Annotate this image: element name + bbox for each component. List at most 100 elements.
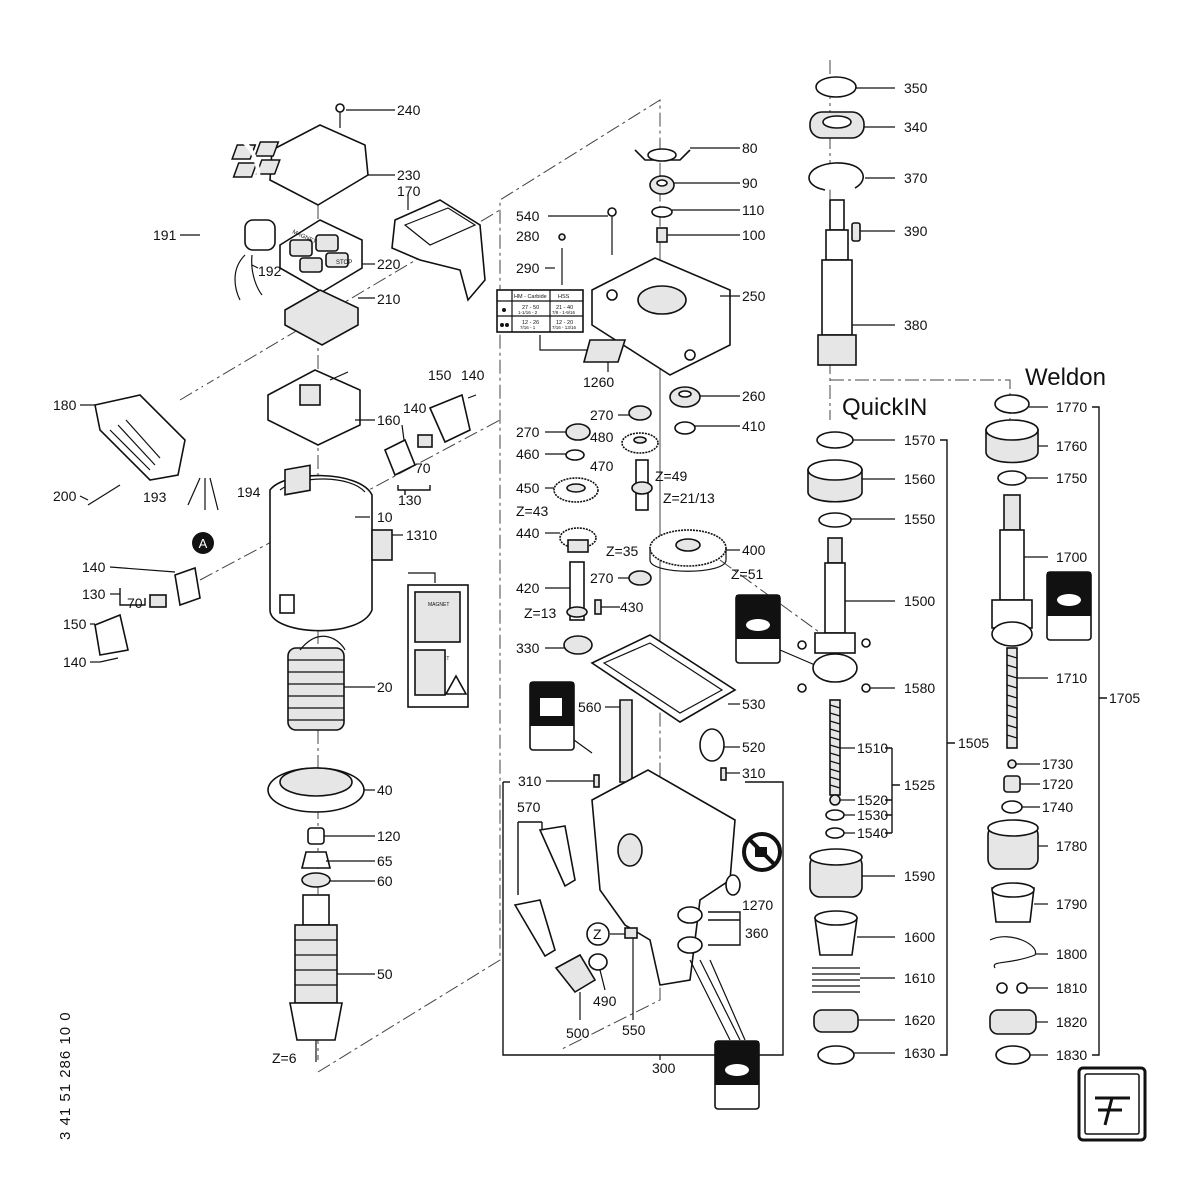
- label-1525: 1525: [904, 777, 935, 793]
- label-560: 560: [578, 699, 602, 715]
- pin-310b-icon: [720, 767, 727, 781]
- switch-220-icon: MAGNET STOP: [279, 219, 363, 293]
- seal-520-icon: [699, 728, 725, 762]
- collar-1590-icon: [809, 848, 863, 898]
- collar-1780-icon: [987, 819, 1039, 870]
- ring-1620-icon: [813, 1009, 859, 1033]
- label-240: 240: [397, 102, 421, 118]
- label-1700: 1700: [1056, 549, 1087, 565]
- screw-540-icon: [607, 207, 617, 255]
- label-130b: 130: [82, 586, 106, 602]
- brush-holder-130-icon: [383, 434, 433, 477]
- brush-70b-icon: [149, 594, 167, 608]
- washer-280-icon: [558, 233, 566, 241]
- key-430-icon: [594, 599, 602, 615]
- label-1740: 1740: [1042, 799, 1073, 815]
- label-570: 570: [517, 799, 541, 815]
- table-r1b: 1-1/16 - 2: [518, 310, 538, 315]
- adapter-1700-icon: [991, 494, 1033, 647]
- gear-480-icon: [621, 432, 659, 454]
- label-z6: Z=6: [272, 1050, 297, 1066]
- gearbox-assembly: HM - Carbide HSS 27 - 50 1-1/16 - 2 21 -…: [496, 147, 816, 1110]
- screw-240-icon: [335, 103, 345, 128]
- label-120: 120: [377, 828, 401, 844]
- label-1810: 1810: [1056, 980, 1087, 996]
- spring-1510-icon: [829, 699, 841, 796]
- label-540: 540: [516, 208, 540, 224]
- gear-450-icon: [553, 477, 599, 503]
- table-r2c: 12 - 20: [556, 320, 573, 326]
- label-390: 390: [904, 223, 928, 239]
- pin-100-icon: [656, 227, 668, 243]
- gear-cover-250-icon: [591, 257, 731, 376]
- plug-1270-icon: [725, 874, 741, 896]
- power-cable-191-icon: [187, 131, 264, 511]
- lever-570a-icon: [538, 825, 576, 888]
- field-winding-20-icon: [287, 635, 346, 731]
- label-z-marker: Z: [593, 926, 602, 942]
- table-hm-carbide: HM - Carbide: [514, 294, 547, 300]
- table-r1c: 21 - 40: [556, 305, 573, 311]
- label-40: 40: [377, 782, 393, 798]
- nut-1560-icon: [807, 459, 863, 503]
- table-r1a: 27 - 50: [522, 305, 539, 311]
- warning-decal: MAGNET MAGNET: [407, 584, 469, 708]
- label-1730: 1730: [1042, 756, 1073, 772]
- label-1705: 1705: [1109, 690, 1140, 706]
- ball-1520-icon: [829, 794, 841, 806]
- label-1610: 1610: [904, 970, 935, 986]
- label-1540: 1540: [857, 825, 888, 841]
- bearing-270b-icon: [628, 405, 652, 421]
- gear-housing-300-icon: [591, 769, 736, 986]
- label-60: 60: [377, 873, 393, 889]
- bearing-270c-icon: [628, 570, 652, 586]
- label-z49: Z=49: [655, 468, 688, 484]
- label-z43: Z=43: [516, 503, 549, 519]
- balls-1580-icon: [797, 638, 871, 693]
- pin-1720-icon: [1003, 775, 1021, 793]
- label-140a: 140: [461, 367, 485, 383]
- bearing-330-icon: [563, 635, 593, 655]
- circlip-370-icon: [808, 162, 864, 191]
- motor-housing-10-icon: [269, 464, 373, 632]
- bearing-260-icon: [669, 386, 701, 408]
- label-1580: 1580: [904, 680, 935, 696]
- label-400: 400: [742, 542, 766, 558]
- label-1800: 1800: [1056, 946, 1087, 962]
- label-z21-13: Z=21/13: [663, 490, 715, 506]
- quickin-heading: QuickIN: [842, 394, 927, 421]
- bearing-340-icon: [809, 111, 865, 139]
- spindle-assembly: QuickIN Weldon: [797, 76, 1107, 1065]
- label-1760: 1760: [1056, 438, 1087, 454]
- document-number: 3 41 51 286 10 0: [57, 1011, 74, 1140]
- weldon-heading: Weldon: [1025, 364, 1106, 391]
- spring-1610-icon: [812, 967, 860, 993]
- label-191: 191: [153, 227, 177, 243]
- label-1270: 1270: [742, 897, 773, 913]
- label-360: 360: [745, 925, 769, 941]
- table-r2a: 12 - 26: [522, 320, 539, 326]
- label-20: 20: [377, 679, 393, 695]
- label-350: 350: [904, 80, 928, 96]
- label-1590: 1590: [904, 868, 935, 884]
- grease-nipple-550-icon: [624, 927, 638, 939]
- part-labels: 240 230 170 191 192 220 210 180 200 193 …: [53, 80, 1140, 1076]
- sleeve-1790-icon: [991, 882, 1035, 923]
- circlip-1770-icon: [994, 394, 1030, 414]
- label-1510: 1510: [857, 740, 888, 756]
- label-70b: 70: [127, 595, 143, 611]
- washer-1530-icon: [825, 809, 845, 821]
- label-1790: 1790: [1056, 896, 1087, 912]
- label-520: 520: [742, 739, 766, 755]
- table-r2d: 7/16 - 13/16: [552, 325, 577, 330]
- grease-icon: [529, 681, 575, 751]
- label-1520: 1520: [857, 792, 888, 808]
- label-260: 260: [742, 388, 766, 404]
- label-380: 380: [904, 317, 928, 333]
- circlip-1630-icon: [817, 1045, 855, 1065]
- label-z13: Z=13: [524, 605, 557, 621]
- marker-z: [586, 922, 610, 946]
- label-90: 90: [742, 175, 758, 191]
- spindle-380-icon: [817, 199, 857, 366]
- screw-140d-icon: [99, 657, 119, 663]
